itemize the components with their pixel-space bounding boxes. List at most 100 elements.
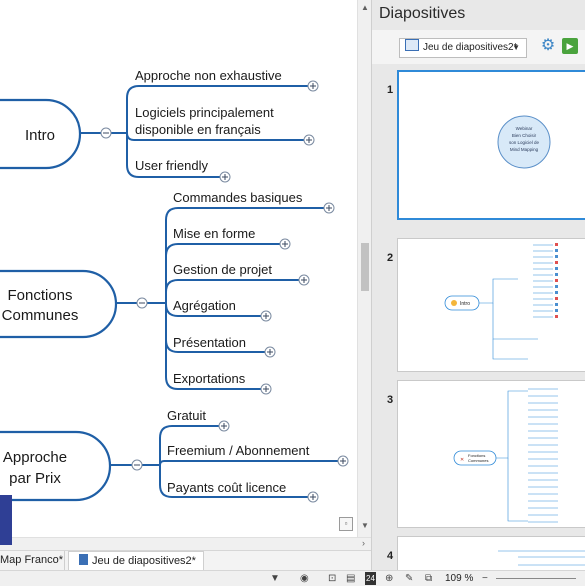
slide-marker [555, 279, 558, 282]
slide-number: 3 [387, 394, 394, 406]
slide-link [479, 278, 518, 304]
topic-label: par Prix [9, 470, 61, 487]
slide-preview [498, 550, 585, 566]
topic-label: Approche [3, 449, 67, 466]
slideset-select-value: Jeu de diapositives2* [423, 42, 518, 53]
subtopic-line [142, 425, 219, 466]
page-icon[interactable]: ▤ [346, 573, 356, 584]
subtopic-label[interactable]: Approche non exhaustive [135, 68, 282, 83]
slide-node-label: Intro [460, 301, 470, 307]
zoom-slider[interactable] [496, 578, 576, 579]
document-tabbar: Map Franco* Jeu de diapositives2* [0, 550, 371, 571]
statusbar: ▼ ◉ ⊡ ▤ 24 ⊕ ✎ ⧉ 109 % − [0, 570, 585, 586]
tab-map[interactable]: Map Franco* [0, 551, 65, 570]
subtopic-label[interactable]: Commandes basiques [173, 190, 303, 205]
bulb-icon [451, 300, 457, 306]
slide-marker [555, 285, 558, 288]
navigator-button[interactable]: ▫ [339, 517, 353, 531]
subtopic-label[interactable]: Gestion de projet [173, 262, 272, 277]
subtopic-label[interactable]: Freemium / Abonnement [167, 443, 310, 458]
subtopic-line [111, 85, 308, 134]
subtopic-label[interactable]: Payants coût licence [167, 480, 286, 495]
subtopic-line [147, 302, 261, 390]
slide-marker [555, 315, 558, 318]
tools-icon: ✕ [460, 457, 464, 463]
subtopic-label[interactable]: User friendly [135, 158, 208, 173]
slideset-icon [405, 39, 419, 51]
document-icon [79, 554, 88, 565]
slide-thumbnail[interactable]: Intro [397, 238, 585, 372]
subtopic-label[interactable]: Exportations [173, 371, 246, 386]
subtopic-label[interactable]: Logiciels principalement [135, 105, 274, 120]
topic-node[interactable] [0, 269, 118, 339]
view-icon[interactable]: ◉ [300, 573, 309, 584]
slide-marker [555, 255, 558, 258]
slide-thumbnail[interactable] [397, 536, 585, 570]
subtopic-line [142, 460, 338, 466]
slide-link [496, 390, 528, 459]
slide-number: 4 [387, 550, 394, 562]
slide-marker [555, 243, 558, 246]
slide-title-bubble [497, 115, 551, 169]
subtopic-line [147, 279, 299, 304]
topic-node[interactable] [0, 98, 82, 170]
scroll-thumb[interactable] [361, 243, 369, 291]
slide-marker [555, 297, 558, 300]
slide-marker [555, 261, 558, 264]
tab-slideshow[interactable]: Jeu de diapositives2* [68, 551, 204, 571]
slide-marker [555, 309, 558, 312]
slide-marker [555, 303, 558, 306]
pin-icon[interactable]: ⊕ [385, 573, 394, 584]
link-icon[interactable]: ⧉ [425, 573, 433, 584]
topic-node[interactable] [0, 430, 112, 502]
subtopic-label[interactable]: Agrégation [173, 298, 236, 313]
slides-panel: Diapositives Jeu de diapositives2*▼ ⚙ ▶ … [371, 0, 585, 570]
slide-title-line: son Logiciel de [509, 140, 540, 145]
play-icon[interactable]: ▶ [562, 38, 578, 54]
chevron-down-icon: ▼ [512, 43, 520, 52]
tab-map-label: Map Franco* [0, 554, 63, 566]
slide-node-label: Fonctions [468, 453, 485, 458]
fit-icon[interactable]: ⊡ [328, 573, 337, 584]
slide-title-line: Bien Choisir [512, 133, 537, 138]
calendar-icon[interactable]: 24 [365, 572, 376, 585]
navigation-strip [0, 495, 12, 545]
slide-marker [555, 267, 558, 270]
slide-link [492, 303, 538, 340]
topic-label: Intro [25, 127, 55, 144]
subtopic-label[interactable]: disponible en français [135, 122, 261, 137]
slide-marker [555, 249, 558, 252]
horizontal-scrollbar[interactable]: › [0, 537, 371, 551]
scroll-down-icon[interactable]: ▼ [361, 521, 369, 530]
scroll-up-icon[interactable]: ▲ [361, 3, 369, 12]
slide-node-label: Communes [468, 458, 488, 463]
zoom-out-icon[interactable]: − [482, 573, 488, 584]
subtopic-line [142, 464, 308, 498]
filter-icon[interactable]: ▼ [270, 573, 280, 584]
topic-label: Fonctions [7, 287, 72, 304]
subtopic-label[interactable]: Présentation [173, 335, 246, 350]
scroll-right-icon[interactable]: › [362, 538, 365, 548]
subtopic-label[interactable]: Gratuit [167, 408, 206, 423]
slide-title-line: Webinar [516, 126, 533, 131]
subtopic-label[interactable]: Mise en forme [173, 226, 255, 241]
zoom-level: 109 % [445, 573, 474, 584]
slideset-select[interactable]: Jeu de diapositives2*▼ [399, 38, 527, 58]
slide-marker [555, 273, 558, 276]
subtopic-line [111, 132, 220, 178]
vertical-scrollbar[interactable]: ▲ ▼ [357, 0, 372, 537]
panel-title: Diapositives [379, 5, 466, 22]
gear-icon[interactable]: ⚙ [540, 37, 556, 54]
edit-icon[interactable]: ✎ [405, 573, 414, 584]
slide-title-line: Mind Mapping [510, 147, 539, 152]
slide-number: 1 [387, 84, 394, 96]
topic-label: Communes [2, 307, 79, 324]
subtopic-line [147, 243, 280, 304]
